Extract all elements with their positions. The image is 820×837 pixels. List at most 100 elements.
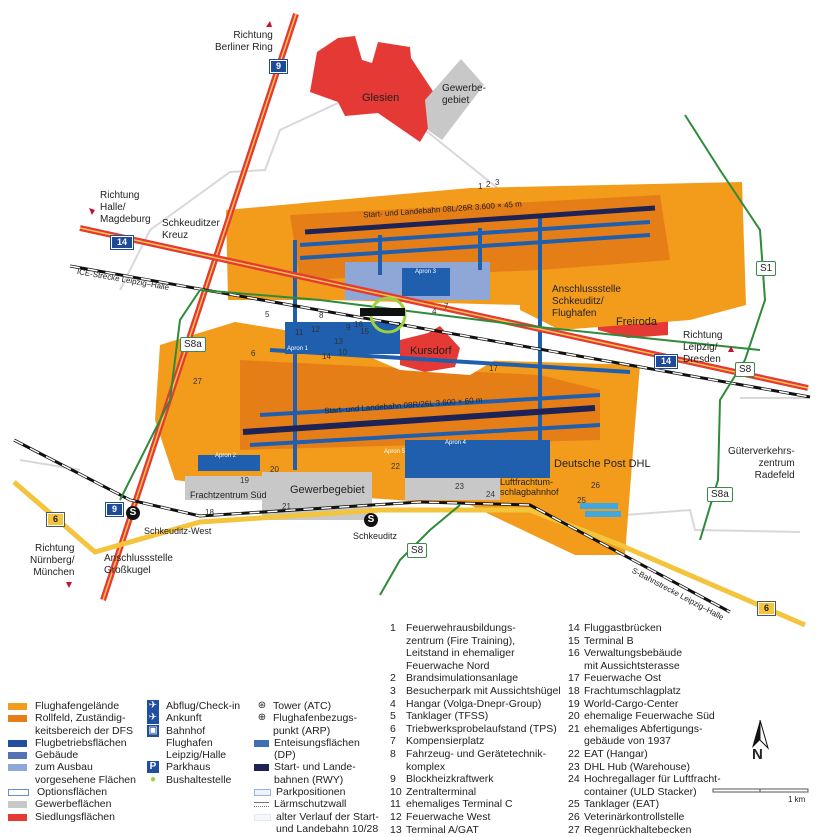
a9-shield-north: 9 [268, 59, 289, 74]
sbahn-stop-schkeuditz: S [364, 513, 378, 527]
swatch [8, 752, 27, 760]
runway-south [242, 405, 596, 435]
legend-label: Start- und Lande- bahnen (RWY) [274, 761, 356, 786]
label-apron-3: Apron 3 [415, 269, 437, 275]
facility-name: Feuerwache West [406, 810, 491, 823]
facility-number: 8 [390, 747, 396, 760]
label-luftfrachtumschlagbahnhof: Luftfrachtum- schlagbahnhof [500, 477, 559, 497]
swatch [254, 764, 269, 772]
map-marker-12: 12 [311, 325, 320, 334]
label-schkeuditzer-kreuz: Schkeuditzer Kreuz [162, 218, 220, 241]
b6-shield-west: 6 [45, 512, 66, 527]
map-marker-6: 6 [251, 349, 256, 358]
facility-name: World-Cargo-Center [584, 697, 679, 710]
map-marker-8: 8 [319, 311, 324, 320]
legend-label: alter Verlauf der Start- und Landebahn 1… [276, 810, 379, 835]
swatch [254, 813, 271, 821]
railway-sbahn [13, 438, 731, 614]
facility-name: ehemaliges Terminal C [406, 798, 513, 811]
map-marker-13: 13 [334, 337, 343, 346]
facility-number: 6 [390, 722, 396, 735]
facility-name: Terminal B [584, 634, 634, 647]
legend-label: Lärmschutzwall [274, 798, 347, 811]
label-anschluss-flughafen: Anschlussstelle Schkeuditz/ Flughafen [552, 284, 621, 319]
label-apron-5: Apron 5 [384, 449, 406, 455]
facility-number: 27 [568, 823, 580, 836]
facility-name: Feuerwehrausbildungs- zentrum (Fire Trai… [406, 622, 516, 672]
sbahn-stop-schkeuditz-west: S [126, 506, 140, 520]
s8a-badge-east: S8a [707, 487, 733, 502]
facility-number: 9 [390, 773, 396, 786]
map-marker-17: 17 [489, 364, 498, 373]
label-halle: Richtung Halle/ Magdeburg [100, 190, 151, 225]
label-dhl: Deutsche Post DHL [554, 458, 651, 470]
facility-name: Feuerwache Ost [584, 672, 662, 685]
railway-ice [69, 264, 811, 399]
apron-4 [405, 440, 550, 478]
legend-label: Bahnhof Flughafen Leipzig/Halle [166, 724, 227, 762]
scale-label: 1 km [788, 795, 806, 804]
label-grosskugel: Anschlussstelle Großkugel [104, 553, 173, 576]
swatch [254, 739, 269, 747]
map-marker-9: 9 [346, 323, 351, 332]
legend-label: Enteisungsflächen (DP) [274, 736, 363, 762]
road-b6 [12, 480, 806, 628]
map-marker-16: 16 [354, 320, 363, 329]
facility-name: Verwaltungsbebäude mit Aussichtsterasse [584, 647, 683, 672]
swatch [8, 789, 29, 797]
legend-item: Gebäude [8, 749, 140, 761]
legend-label: Bushaltestelle [166, 773, 232, 786]
facility-name: Hangar (Volga-Dnepr-Group) [406, 697, 542, 710]
map-marker-27: 27 [193, 377, 202, 386]
legend-item: zum Ausbau vorgesehene Flächen [8, 761, 140, 786]
facility-name: Besucherpark mit Aussichtshügel [406, 684, 561, 697]
tower-icon: ⊛ [257, 700, 267, 711]
basin-27b [585, 511, 621, 517]
facility-name: Tanklager (TFSS) [406, 710, 489, 723]
s8a-badge-west: S8a [180, 337, 206, 352]
label-gewerbegebiet-south: Gewerbegebiet [290, 484, 365, 496]
facility-number: 12 [390, 810, 402, 823]
a9-shield-south: 9 [104, 502, 125, 517]
facility-list-item: 12 Feuerwache West [390, 811, 562, 824]
swatch [254, 802, 269, 808]
reference-point-icon: ⊕ [257, 712, 267, 724]
map-marker-11: 11 [295, 328, 304, 337]
label-kursdorf: Kursdorf [410, 345, 452, 357]
a14-shield-east: 14 [653, 354, 679, 369]
facility-name: Fluggastbrücken [584, 622, 662, 634]
facility-number: 25 [568, 798, 580, 811]
facility-name: Frachtumschlagplatz [584, 684, 681, 697]
map-marker-1: 1 [478, 182, 483, 191]
facility-name: Hochregallager für Luftfracht- container… [584, 773, 721, 798]
apron-1 [285, 322, 400, 354]
legend-label: Gebäude [35, 749, 79, 762]
richtung-leipzig-arrow [728, 346, 734, 352]
facility-number: 2 [390, 672, 396, 685]
label-apron-1: Apron 1 [287, 346, 309, 352]
facility-name: Kompensierplatz [406, 735, 485, 748]
train-station-icon: ▣ [147, 724, 159, 737]
glesien-area [310, 36, 442, 142]
map-marker-23: 23 [455, 482, 464, 491]
legend-item: ▣ Bahnhof Flughafen Leipzig/Halle [144, 724, 252, 762]
label-berliner-ring: Richtung Berliner Ring [215, 30, 273, 53]
map-marker-25: 25 [577, 496, 586, 505]
swatch [254, 789, 271, 797]
legend-areas: Flughafengelände Rollfeld, Zuständig- ke… [8, 700, 140, 823]
legend-label: Siedlungsflächen [35, 810, 115, 823]
